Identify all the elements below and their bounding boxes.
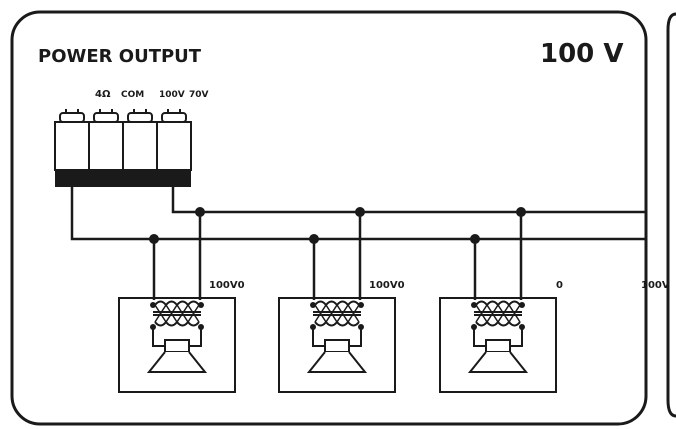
speaker-icon bbox=[164, 339, 190, 353]
panel-title: POWER OUTPUT bbox=[38, 46, 202, 67]
terminal-screws bbox=[59, 109, 187, 123]
junction-dot bbox=[149, 234, 159, 244]
speaker-tap-label: 0 bbox=[556, 280, 563, 291]
transformer-secondary bbox=[154, 320, 200, 327]
junction-dot bbox=[470, 234, 480, 244]
terminal-label-70v: 70V bbox=[189, 90, 209, 100]
junction-dot bbox=[195, 207, 205, 217]
panel-voltage: 100 V bbox=[540, 39, 623, 69]
transformer-secondary bbox=[314, 320, 360, 327]
speaker-box bbox=[118, 297, 236, 393]
junction-dot bbox=[355, 207, 365, 217]
speaker-box bbox=[278, 297, 396, 393]
adjacent-panel-frame bbox=[666, 12, 676, 418]
bus-wiring bbox=[70, 187, 646, 241]
speaker-unit: 100V0 bbox=[278, 207, 405, 393]
speaker-tap-label: 100V0 bbox=[369, 280, 405, 291]
terminal-label-100v: 100V bbox=[159, 90, 185, 100]
junction-dot bbox=[516, 207, 526, 217]
speaker-unit: 0 bbox=[439, 207, 563, 393]
speaker-unit: 100V0 bbox=[118, 207, 245, 393]
transformer-secondary bbox=[475, 320, 521, 327]
cutoff-tap-label: 100V bbox=[641, 280, 670, 291]
speaker-cone bbox=[146, 351, 208, 373]
terminal-block bbox=[54, 109, 192, 187]
junction-dot bbox=[309, 234, 319, 244]
speaker-icon bbox=[324, 339, 350, 353]
terminal-label-4ohm: 4Ω bbox=[95, 89, 111, 100]
speaker-cone bbox=[306, 351, 368, 373]
speaker-tap-label: 100V0 bbox=[209, 280, 245, 291]
speaker-cone bbox=[467, 351, 529, 373]
speaker-box bbox=[439, 297, 557, 393]
speaker-icon bbox=[485, 339, 511, 353]
terminal-label-com: COM bbox=[121, 90, 144, 100]
